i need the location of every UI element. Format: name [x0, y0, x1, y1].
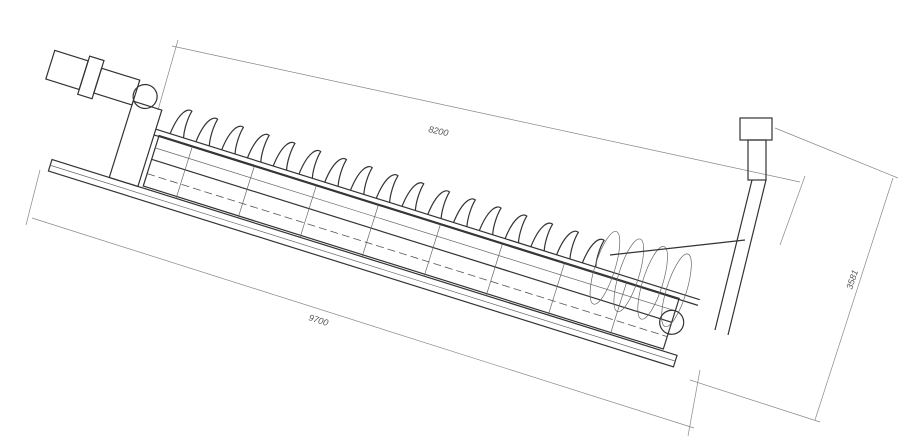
lifting-mechanism — [609, 117, 773, 336]
screw-blade — [478, 206, 502, 235]
classifier-body — [45, 49, 700, 368]
dimension-3581: 3581 — [689, 127, 899, 423]
screw-blade — [349, 166, 373, 195]
screw-blade — [169, 109, 193, 138]
screw-blade — [401, 182, 425, 211]
screw-blade — [581, 238, 605, 268]
dimension-label-8200: 8200 — [428, 124, 450, 138]
dimension-label-9700: 9700 — [307, 312, 329, 328]
screw-blade — [246, 133, 270, 163]
dimension-8200: 8200 — [157, 39, 806, 246]
screw-blade — [453, 198, 477, 227]
dimension-9700: 9700 — [25, 169, 701, 437]
screw-blade — [504, 214, 528, 243]
screw-blade — [324, 157, 348, 187]
screw-blade — [272, 141, 296, 171]
screw-blade — [298, 149, 322, 179]
screw-blade — [375, 174, 399, 203]
screw-blade — [556, 230, 580, 260]
screw-blade — [427, 190, 451, 219]
screw-blade — [530, 222, 554, 251]
screw-blade — [195, 117, 219, 146]
screw-blade — [221, 125, 245, 155]
drive-motor — [45, 49, 163, 188]
lower-bearing — [659, 309, 685, 335]
